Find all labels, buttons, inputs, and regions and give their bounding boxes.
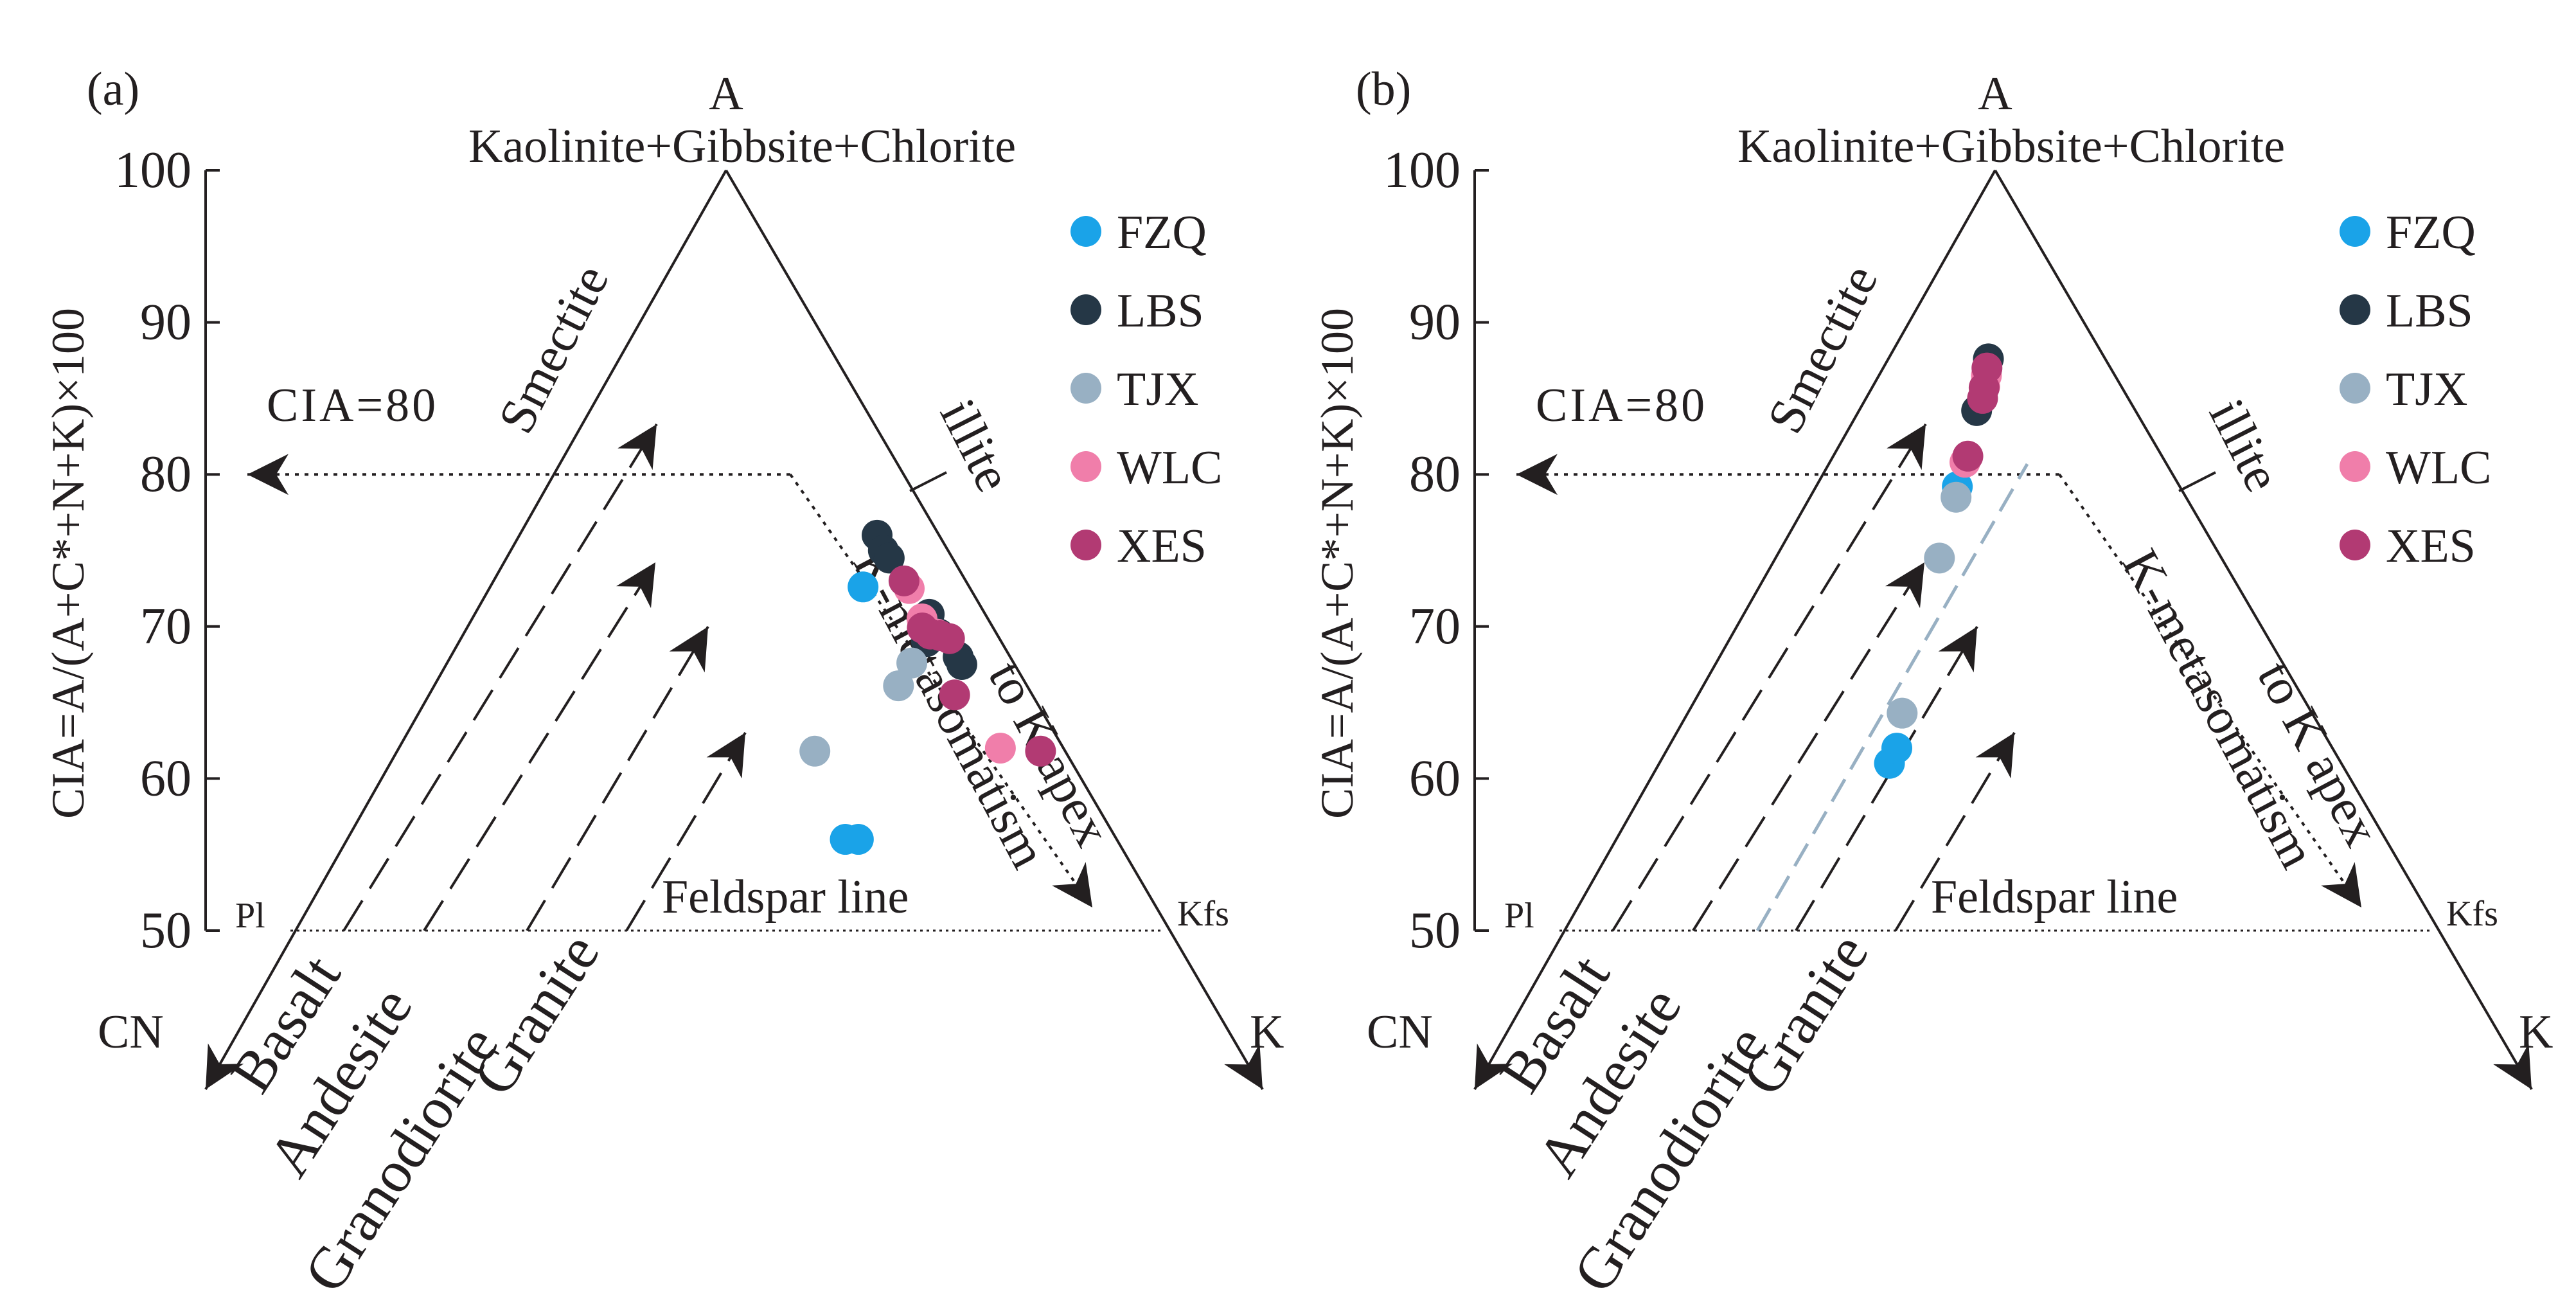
apex-mineral-label: Kaolinite+Gibbsite+Chlorite bbox=[1737, 120, 2285, 173]
y-axis-title: CIA=A/(A+C*+N+K)×100 bbox=[1311, 308, 1363, 819]
rock-trend-arrow bbox=[526, 625, 709, 932]
diagram-panel-b: (b) 100 90 80 70 60 50 CIA=A/(A+C*+N+K)×100 AKao… bbox=[1311, 63, 2553, 1303]
y-tick-label: 60 bbox=[1409, 750, 1461, 807]
rock-trend-arrow bbox=[342, 423, 658, 932]
data-point bbox=[883, 670, 914, 702]
illite-tick bbox=[2178, 471, 2216, 492]
data-point bbox=[888, 565, 919, 596]
legend-label: FZQ bbox=[1117, 206, 1207, 259]
illite-label: illite bbox=[2198, 391, 2291, 501]
data-point bbox=[939, 679, 970, 711]
data-point bbox=[984, 733, 1016, 764]
data-point bbox=[1887, 697, 1918, 729]
y-tick-label: 50 bbox=[140, 902, 191, 959]
apex-cn-label: CN bbox=[98, 1006, 164, 1058]
data-point bbox=[1881, 733, 1913, 764]
smectite-label: Smectite bbox=[488, 256, 619, 442]
right-triangle-side bbox=[725, 169, 1264, 1091]
panel-label: (a) bbox=[87, 63, 139, 116]
rock-trend-arrow bbox=[423, 561, 657, 932]
y-tick-label: 60 bbox=[140, 750, 191, 807]
legend-marker bbox=[1070, 216, 1101, 247]
apex-cn-label: CN bbox=[1367, 1006, 1433, 1058]
feldspar-line-label: Feldspar line bbox=[662, 871, 909, 924]
legend-label: LBS bbox=[2386, 285, 2473, 337]
y-axis-title: CIA=A/(A+C*+N+K)×100 bbox=[42, 308, 94, 819]
legend-marker bbox=[2340, 451, 2370, 482]
k-metasomatism-line bbox=[2058, 474, 2363, 909]
apex-a-label: A bbox=[1978, 67, 2012, 120]
y-tick-label: 70 bbox=[140, 598, 191, 655]
apex-mineral-label: Kaolinite+Gibbsite+Chlorite bbox=[468, 120, 1016, 173]
legend-marker bbox=[1070, 294, 1101, 325]
rock-label-granite: Granite bbox=[1729, 922, 1881, 1107]
legend-label: WLC bbox=[1117, 442, 1222, 494]
rock-trend-arrow bbox=[1692, 561, 1926, 932]
rock-trend-arrow bbox=[1894, 731, 2016, 932]
data-point bbox=[1025, 735, 1056, 767]
apex-k-label: K bbox=[2519, 1006, 2553, 1058]
legend-marker bbox=[1070, 530, 1101, 560]
rock-trend-arrow bbox=[625, 731, 747, 932]
data-point bbox=[848, 571, 879, 603]
legend-marker bbox=[2340, 373, 2370, 404]
legend-label: LBS bbox=[1117, 285, 1204, 337]
y-tick-label: 90 bbox=[1409, 294, 1461, 351]
legend-label: FZQ bbox=[2386, 206, 2476, 259]
y-tick-label: 50 bbox=[1409, 902, 1461, 959]
left-triangle-side bbox=[1473, 170, 1996, 1090]
left-triangle-side bbox=[204, 170, 727, 1090]
legend-marker bbox=[2340, 216, 2370, 247]
data-point bbox=[1952, 440, 1984, 472]
cia80-label: CIA=80 bbox=[267, 379, 438, 432]
legend-marker bbox=[1070, 373, 1101, 404]
y-tick-label: 80 bbox=[1409, 446, 1461, 503]
legend-label: TJX bbox=[1117, 363, 1198, 416]
feldspar-line-label: Feldspar line bbox=[1931, 871, 2178, 924]
rock-trend-arrow bbox=[1795, 625, 1978, 932]
data-point bbox=[1924, 542, 1955, 574]
pl-label: Pl bbox=[235, 896, 265, 936]
legend-marker bbox=[2340, 530, 2370, 560]
right-triangle-side bbox=[1994, 169, 2533, 1091]
y-tick-label: 90 bbox=[140, 294, 191, 351]
pl-label: Pl bbox=[1504, 896, 1534, 936]
legend-label: XES bbox=[1117, 520, 1207, 573]
legend-marker bbox=[1070, 451, 1101, 482]
smectite-label: Smectite bbox=[1757, 256, 1888, 442]
data-point bbox=[946, 648, 977, 680]
panel-label: (b) bbox=[1356, 63, 1411, 116]
apex-a-label: A bbox=[709, 67, 743, 120]
data-point bbox=[842, 824, 874, 855]
rock-trend-arrow bbox=[1612, 423, 1927, 932]
y-tick-label: 100 bbox=[1383, 142, 1461, 199]
illite-tick bbox=[909, 471, 947, 492]
apex-k-label: K bbox=[1250, 1006, 1284, 1058]
legend-label: WLC bbox=[2386, 442, 2491, 494]
data-point bbox=[934, 623, 965, 654]
sample-trend-line bbox=[1755, 463, 2029, 932]
legend-label: TJX bbox=[2386, 363, 2467, 416]
illite-label: illite bbox=[929, 391, 1022, 501]
y-tick-label: 80 bbox=[140, 446, 191, 503]
y-tick-label: 70 bbox=[1409, 598, 1461, 655]
cia80-label: CIA=80 bbox=[1536, 379, 1707, 432]
diagram-panel-a: (a) 100 90 80 70 60 50 CIA=A/(A+C*+N+K)×100 AKao… bbox=[42, 63, 1284, 1303]
legend-label: XES bbox=[2386, 520, 2476, 573]
data-point bbox=[799, 735, 831, 767]
data-point bbox=[896, 647, 928, 679]
legend-marker bbox=[2340, 294, 2370, 325]
data-point bbox=[1941, 481, 1972, 513]
kfs-label: Kfs bbox=[2446, 894, 2498, 934]
data-point bbox=[1971, 352, 2003, 384]
data-point bbox=[873, 542, 905, 574]
rock-label-granite: Granite bbox=[460, 922, 612, 1107]
kfs-label: Kfs bbox=[1177, 894, 1229, 934]
y-tick-label: 100 bbox=[114, 142, 191, 199]
